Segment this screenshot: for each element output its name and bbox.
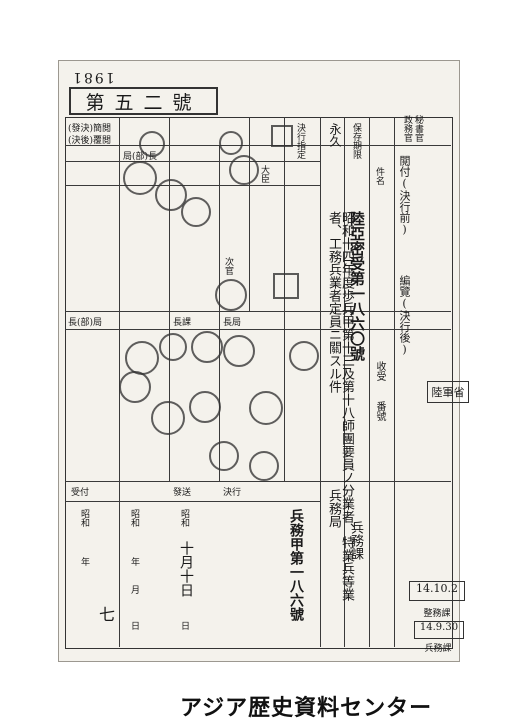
seal-stamp xyxy=(223,335,255,367)
label-issued: 發送 xyxy=(173,488,192,498)
label-subject: 件名 xyxy=(374,167,384,185)
receipt-number-label: 番號 xyxy=(374,401,385,421)
date-stamp-1: 14.10.2 xyxy=(409,581,465,601)
year-2: 年 xyxy=(129,557,139,566)
seal-stamp xyxy=(181,197,211,227)
seal-stamp xyxy=(209,441,239,471)
code-mark: 七 xyxy=(99,605,116,624)
section-name: 兵務課 xyxy=(348,521,363,560)
issuing-office: 兵務局 xyxy=(326,489,341,528)
label-retention-period: 保存期限 xyxy=(351,123,361,159)
label-bureau-chief-2: 長(部)局 xyxy=(68,318,103,328)
label-secretary: 秘書官 xyxy=(413,115,423,142)
era-1: 昭和 xyxy=(79,509,89,527)
label-vice-minister: 次官 xyxy=(223,257,233,275)
month-2: 月 xyxy=(129,585,139,594)
seal-stamp xyxy=(249,391,283,425)
date-stamp-2: 14.9.30 xyxy=(414,621,464,639)
seal-stamp xyxy=(273,273,299,299)
seal-stamp xyxy=(249,451,279,481)
seal-stamp xyxy=(159,333,187,361)
label-bureau-chief: 局(部)長 xyxy=(123,152,158,162)
seal-stamp xyxy=(271,125,293,147)
office-stamp-2: 整務課 xyxy=(423,609,451,619)
seal-stamp xyxy=(123,161,157,195)
document-sheet: 1981 第五二號 (發決)簡閲 (決後)覆閲 局(部)長 長(部)局 長課 長… xyxy=(58,60,469,662)
seal-stamp xyxy=(189,391,221,423)
seal-stamp xyxy=(155,179,187,211)
day-2: 日 xyxy=(129,621,139,630)
seal-stamp xyxy=(151,401,185,435)
label-post-review: (決後)覆閲 xyxy=(68,136,112,146)
label-execution: 決行 xyxy=(223,488,242,498)
receipt-label: 收受 xyxy=(374,361,385,381)
era-2: 昭和 xyxy=(129,509,139,527)
day-3: 日 xyxy=(179,621,189,630)
archive-watermark: アジア歴史資料センター xyxy=(180,696,433,721)
label-circulation-after: 編覽(決行後) xyxy=(398,275,411,356)
label-brief-review: (發決)簡閲 xyxy=(68,124,112,134)
seal-stamp xyxy=(125,341,159,375)
label-ministry: 政務官 xyxy=(402,115,412,142)
seal-stamp xyxy=(119,371,151,403)
label-bureau-head: 長局 xyxy=(223,318,242,328)
army-reception-stamp: 陸軍省 xyxy=(427,381,469,403)
year-1: 年 xyxy=(79,557,89,566)
filing-number: 陸亞密受第一八六〇號 xyxy=(348,211,366,361)
execution-ref: 兵務甲第一八六號 xyxy=(288,509,304,621)
label-minister: 大臣 xyxy=(259,165,269,183)
form-frame xyxy=(65,117,453,649)
retention-value: 永久 xyxy=(328,123,342,147)
seal-stamp xyxy=(139,131,165,157)
seal-stamp xyxy=(229,155,259,185)
subject-text: 昭和十四年度歩兵甲第十三及第十八師團要員ノ分業者、特業兵等業者、工務兵業者定員ニ… xyxy=(326,211,354,601)
label-section-chief: 長課 xyxy=(173,318,192,328)
era-3: 昭和 xyxy=(179,509,189,527)
seal-stamp xyxy=(289,341,319,371)
box-number: 第五二號 xyxy=(69,87,218,115)
seal-stamp xyxy=(215,279,247,311)
seal-stamp xyxy=(191,331,223,363)
serial-number: 1981 xyxy=(71,69,115,85)
seal-stamp xyxy=(219,131,243,155)
label-execution-designation: 決行指定 xyxy=(295,123,305,159)
label-accepted: 受付 xyxy=(71,488,90,498)
accept-date: 十月十日 xyxy=(178,541,194,597)
office-stamp: 兵務課 xyxy=(424,644,452,654)
label-circulation-before: 閲付(決行前) xyxy=(398,155,411,236)
